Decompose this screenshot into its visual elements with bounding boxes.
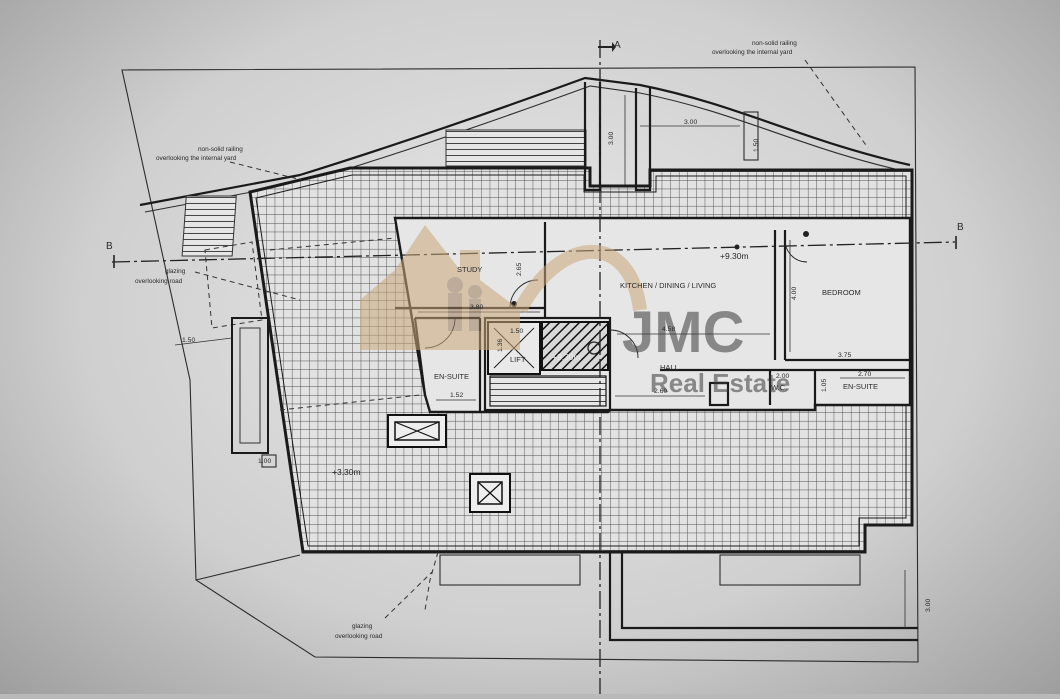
section-label-b-left: B <box>106 241 113 252</box>
watermark-sub: Real Estate <box>650 368 790 398</box>
dim-150-left: 1.50 <box>182 337 195 344</box>
room-label-ensuite-right: EN-SUITE <box>843 382 878 391</box>
section-label-b-right: B <box>957 222 964 233</box>
note-railing-top-right-l1: non-solid railing <box>752 40 797 47</box>
lift-lobby-marker <box>587 341 601 355</box>
dim-150-lift: 1.50 <box>510 328 523 335</box>
section-marker-a-arrow <box>598 42 616 52</box>
dim-200-wc: 2.00 <box>776 373 789 380</box>
level-marker-dot <box>734 244 740 250</box>
room-label-study: STUDY <box>457 265 482 274</box>
dim-105: 1.05 <box>821 379 828 392</box>
level-label-main: +9.30m <box>720 251 749 261</box>
dim-300-top: 3.00 <box>684 119 697 126</box>
railing-curve-top-inner <box>144 85 909 213</box>
leader-lines <box>194 59 869 619</box>
note-railing-left-l2: overlooking the internal yard <box>156 155 237 162</box>
room-label-wc: W.C. <box>771 383 787 392</box>
room-label-kitchen: KITCHEN / DINING / LIVING <box>620 281 716 290</box>
dim-260-hall: 2.60 <box>654 388 667 395</box>
site-boundary <box>121 66 919 663</box>
note-railing-top-right-l2: overlooking the internal yard <box>712 49 793 56</box>
dim-300-bottom-v: 3.00 <box>925 599 932 612</box>
level-label-roof: +3.30m <box>332 467 361 477</box>
skylight-1 <box>387 414 447 448</box>
room-label-bedroom: BEDROOM <box>822 288 861 297</box>
dim-100: 1.00 <box>258 458 271 465</box>
tiled-terrace-inner-edge <box>255 174 907 547</box>
dim-270: 2.70 <box>858 371 871 378</box>
dim-150-top-v: 1.50 <box>753 139 760 152</box>
left-glazing-zone <box>204 241 263 329</box>
dim-400: 4.00 <box>791 287 798 300</box>
dim-136: 1.36 <box>497 339 504 352</box>
stair-flight <box>489 375 607 407</box>
dim-265-study: 2.65 <box>516 263 523 276</box>
note-glazing-bottom-l2: overlooking road <box>335 633 383 640</box>
section-line-b <box>111 241 956 263</box>
external-steps <box>181 195 237 257</box>
note-glazing-left-l1: glazing <box>165 268 186 275</box>
note-glazing-bottom-l1: glazing <box>352 623 373 630</box>
skylight-2 <box>469 473 511 513</box>
bottom-structures <box>195 454 918 642</box>
level-label-lift-lobby: +9.30m <box>552 352 581 362</box>
room-label-lift: LIFT <box>510 355 526 364</box>
section-label-a: A <box>614 40 621 51</box>
dim-375: 3.75 <box>838 352 851 359</box>
dim-152: 1.52 <box>450 392 463 399</box>
dim-300-top-v: 3.00 <box>608 132 615 145</box>
top-lightwell <box>445 82 759 192</box>
watermark-brand: JMC <box>622 300 744 365</box>
room-label-ensuite-left: EN-SUITE <box>434 372 469 381</box>
note-glazing-left-l2: overlooking road <box>135 278 183 285</box>
jmc-watermark: JMC Real Estate <box>360 225 790 398</box>
dim-380: 3.80 <box>470 304 483 311</box>
left-planter <box>231 317 269 454</box>
room-label-hall: HALL <box>660 363 679 372</box>
stair-void <box>541 321 609 371</box>
note-railing-left-l1: non-solid railing <box>198 146 243 153</box>
dim-458: 4.58 <box>662 326 675 333</box>
railing-curve-top <box>139 76 911 207</box>
